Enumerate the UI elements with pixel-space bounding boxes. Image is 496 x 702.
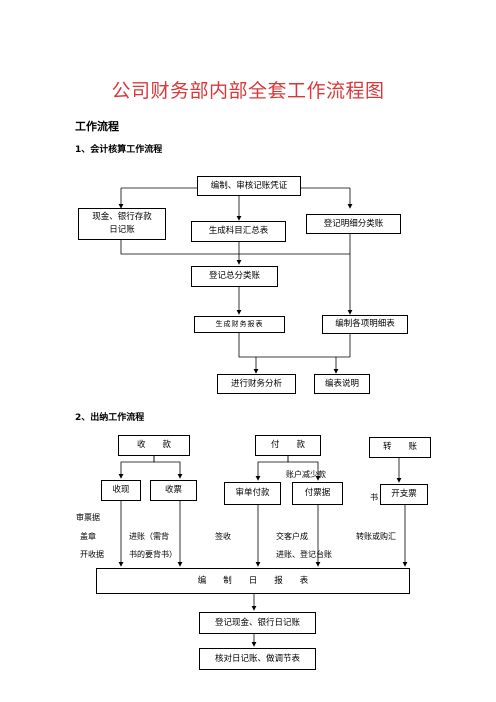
account-summary-box: 生成科目汇总表 [191,221,286,242]
detail-ledger-box: 登记明细分类账 [306,214,401,234]
note-ledger: 进账、登记台账 [276,550,332,559]
receive-money-box: 收 款 [118,435,190,456]
note-issue-receipt: 开收据 [80,550,104,559]
check-journals-box: 核对日记账、做调节表 [199,648,316,670]
financial-statements-box: 生成财务报表 [194,316,285,333]
page-title: 公司财务部内部全套工作流程图 [111,80,385,102]
issue-cheque-box: 开支票 [380,484,428,505]
payment-box: 付 款 [255,435,321,456]
review-payment-box: 审单付款 [224,482,281,505]
financial-analysis-box: 进行财务分析 [217,374,296,394]
note-sign-receipt: 签收 [215,532,231,541]
note-transfer-fx: 转账或购汇 [356,532,396,541]
pay-ticket-box: 付票据 [292,482,343,505]
general-ledger-box: 登记总分类账 [191,266,278,287]
report-notes-box: 编表说明 [314,374,370,394]
cheque-receipt-box: 收票 [150,480,197,501]
note-endorse: 书的要背书） [129,550,177,559]
note-deliver-client: 交客户成 [276,532,308,541]
note-review-tickets: 审票据 [76,513,100,522]
prepare-vouchers-box: 编制、审核记账凭证 [197,176,301,196]
subheading-accounting: 1、会计核算工作流程 [75,145,163,155]
transfer-box: 转 账 [369,437,431,458]
section-heading: 工作流程 [75,120,119,133]
note-account-decrease: 账户减少款 [286,470,326,479]
cash-bank-journal-box: 现金、银行存款 日记账 [78,208,166,240]
register-journals-box: 登记现金、银行日记账 [199,612,316,634]
note-stamp: 盖章 [80,532,96,541]
note-deposit: 进账（需背 [129,532,169,541]
subheading-cashier: 2、出纳工作流程 [75,413,145,423]
note-book: 书 [370,493,378,502]
cash-receipt-box: 收现 [101,480,141,501]
daily-report-box: 编 制 日 报 表 [96,568,410,594]
detail-tables-box: 编制各项明细表 [322,315,408,334]
